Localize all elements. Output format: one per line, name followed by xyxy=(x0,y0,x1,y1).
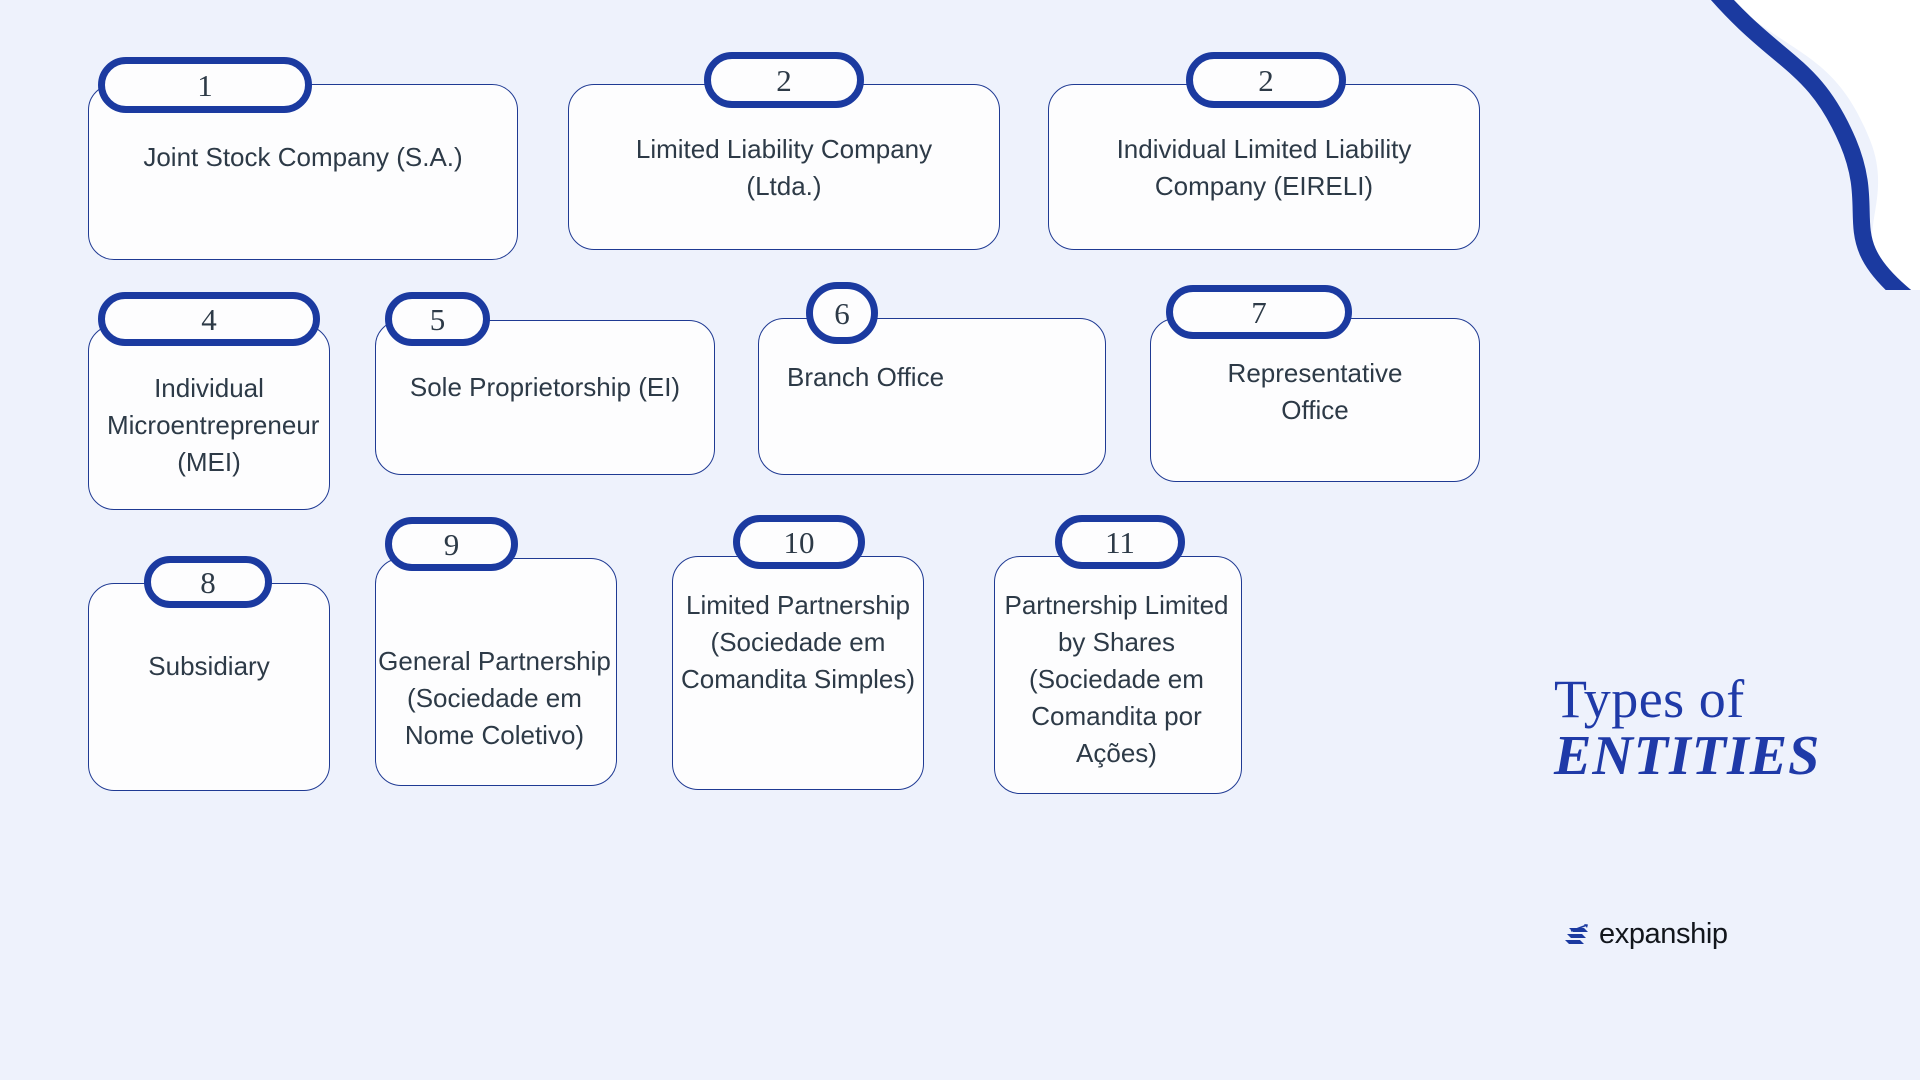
entity-card-11-badge[interactable]: 11 xyxy=(1055,515,1185,569)
entity-card-8[interactable]: Subsidiary xyxy=(88,583,330,791)
entity-card-11-label: Partnership Limited by Shares (Sociedade… xyxy=(1004,590,1229,768)
entity-card-6-label: Branch Office xyxy=(787,362,945,392)
entity-card-10-label: Limited Partnership (Sociedade em Comand… xyxy=(680,590,916,694)
entity-card-6[interactable]: Branch Office xyxy=(758,318,1106,475)
entity-card-8-badge[interactable]: 8 xyxy=(144,556,272,608)
entity-card-2-badge[interactable]: 2 xyxy=(704,52,864,108)
expanship-logo: expanship xyxy=(1562,918,1728,951)
entity-card-7-label: Representative Office xyxy=(1227,358,1403,425)
entity-card-7[interactable]: Representative Office xyxy=(1150,318,1480,482)
page-title-primary: Types of xyxy=(1554,669,1745,729)
entity-card-5-badge[interactable]: 5 xyxy=(385,292,490,346)
entity-card-5-label: Sole Proprietorship (EI) xyxy=(409,372,681,402)
entity-card-1-label: Joint Stock Company (S.A.) xyxy=(143,142,463,172)
stacked-arrow-icon xyxy=(1565,923,1588,944)
logo-wordmark: expanship xyxy=(1599,918,1728,950)
entity-card-1-badge[interactable]: 1 xyxy=(98,57,312,113)
entity-card-11[interactable]: Partnership Limited by Shares (Sociedade… xyxy=(994,556,1242,794)
page-title-secondary: ENTITIES xyxy=(1554,725,1821,788)
entity-card-10[interactable]: Limited Partnership (Sociedade em Comand… xyxy=(672,556,924,790)
entity-card-9[interactable]: General Partnership (Sociedade em Nome C… xyxy=(375,558,617,786)
title-block: Types of ENTITIES xyxy=(1554,669,1864,788)
entity-card-9-badge[interactable]: 9 xyxy=(385,517,518,571)
entity-card-10-badge[interactable]: 10 xyxy=(733,515,865,569)
entity-card-2-label: Limited Liability Company (Ltda.) xyxy=(635,134,933,201)
entity-card-1[interactable]: Joint Stock Company (S.A.) xyxy=(88,84,518,260)
entity-card-3-label: Individual Limited Liability Company (EI… xyxy=(1116,134,1412,201)
entity-card-9-label: General Partnership (Sociedade em Nome C… xyxy=(378,646,611,750)
entity-card-3[interactable]: Individual Limited Liability Company (EI… xyxy=(1048,84,1480,250)
entity-card-8-label: Subsidiary xyxy=(148,651,270,681)
entity-card-7-badge[interactable]: 7 xyxy=(1166,285,1352,339)
entity-card-4-label: Individual Microentrepreneur (MEI) xyxy=(107,373,320,477)
entity-card-3-badge[interactable]: 2 xyxy=(1186,52,1346,108)
entity-card-6-badge[interactable]: 6 xyxy=(806,282,878,344)
entity-card-4-badge[interactable]: 4 xyxy=(98,292,320,346)
entity-card-2[interactable]: Limited Liability Company (Ltda.) xyxy=(568,84,1000,250)
entity-card-4[interactable]: Individual Microentrepreneur (MEI) xyxy=(88,325,330,510)
